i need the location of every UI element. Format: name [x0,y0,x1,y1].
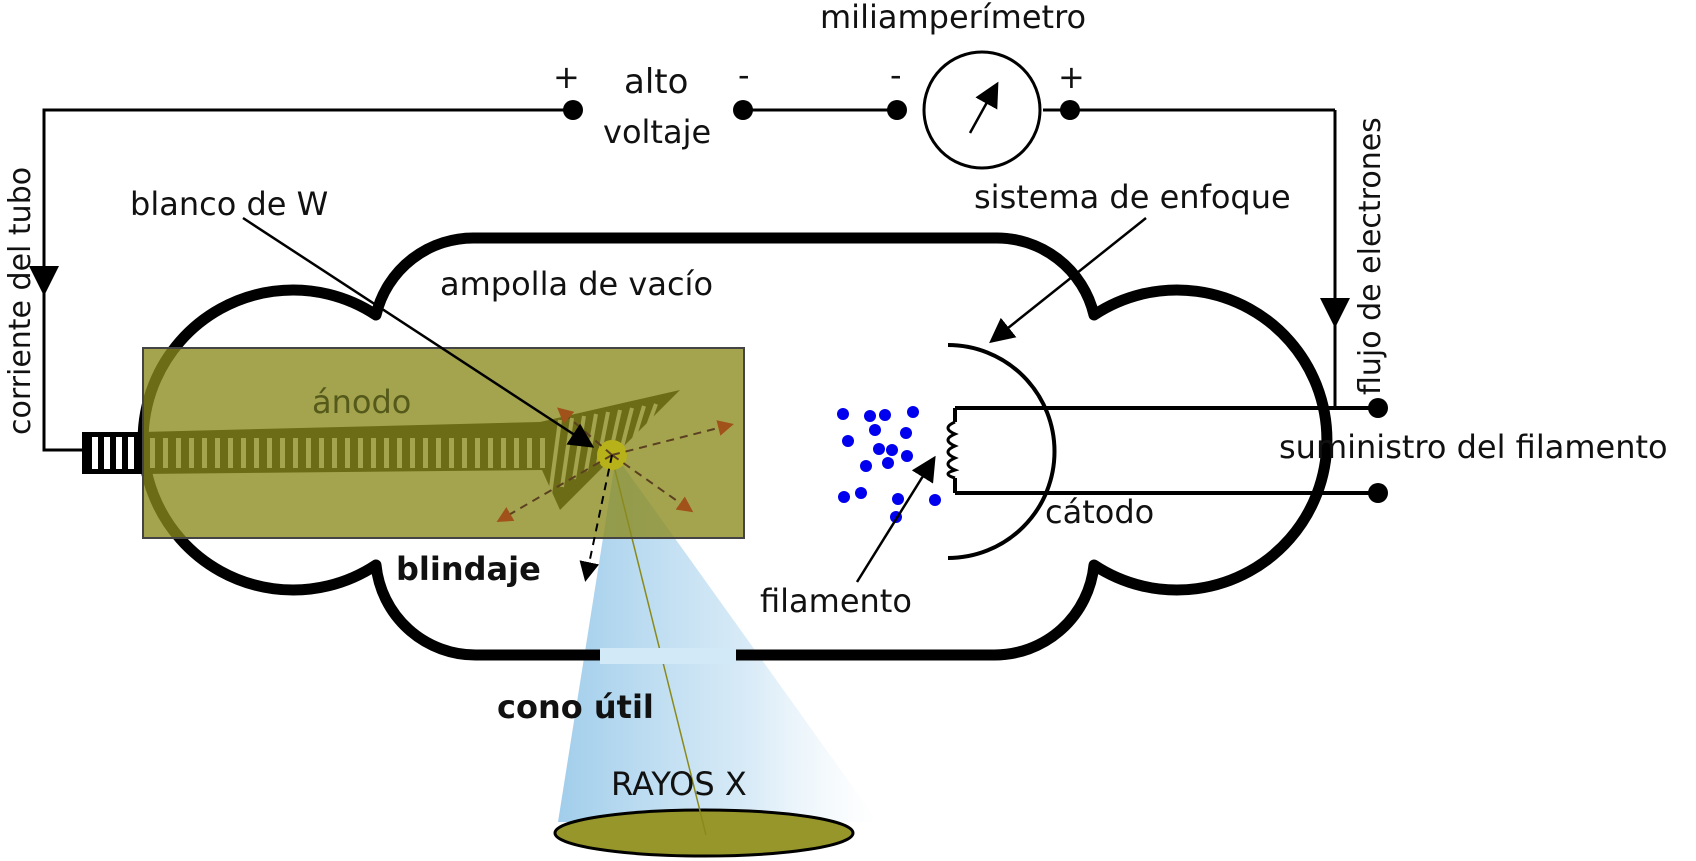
electron [873,443,885,455]
electron [837,408,849,420]
shielding-box [142,347,745,539]
electron [882,457,894,469]
terminal-dot-icon [887,100,907,120]
electron [838,491,850,503]
electron [842,435,854,447]
label-minus-meter: - [890,56,902,94]
terminal-dot-icon [1060,100,1080,120]
label-alto: alto [624,62,688,102]
electron [855,487,867,499]
electron-cloud [837,406,941,523]
label-ampolla-vacio: ampolla de vacío [440,265,713,303]
filament-pointer [855,455,936,583]
label-rayos-x: RAYOS X [611,765,747,803]
label-flujo-electrones: flujo de electrones [1353,117,1388,395]
electron [879,409,891,421]
terminal-dot-icon [1368,483,1388,503]
electron [907,406,919,418]
label-plus-meter: + [1058,58,1085,96]
electron [860,460,872,472]
label-catodo: cátodo [1045,493,1154,531]
terminals [563,100,1388,503]
label-blanco-w: blanco de W [130,185,328,223]
filament-coil [946,420,960,480]
focus-pointer [989,217,1147,344]
label-blindaje: blindaje [396,550,541,588]
label-cono-util: cono útil [497,688,654,726]
terminal-dot-icon [1368,398,1388,418]
label-suministro-filamento: suministro del filamento [1279,428,1668,466]
electron [929,494,941,506]
label-anodo: ánodo [312,383,411,421]
label-sistema-enfoque: sistema de enfoque [974,178,1291,216]
label-plus-hv: + [553,58,580,96]
terminal-dot-icon [563,100,583,120]
circuit-wiring [29,108,1350,452]
electron [864,410,876,422]
electron [892,493,904,505]
ammeter-icon [922,50,1042,170]
label-corriente-tubo: corriente del tubo [3,167,38,435]
label-minus-hv: - [738,56,750,94]
film-plate [553,808,855,858]
label-miliamperimetro: miliamperímetro [820,0,1086,36]
target-pointer [242,216,595,448]
electron [869,424,881,436]
electron [900,427,912,439]
electron [901,450,913,462]
focusing-cup [947,343,1057,560]
terminal-dot-icon [733,100,753,120]
xray-cone [558,456,878,822]
electron [886,444,898,456]
label-voltaje: voltaje [603,113,711,151]
label-filamento: filamento [760,582,912,620]
